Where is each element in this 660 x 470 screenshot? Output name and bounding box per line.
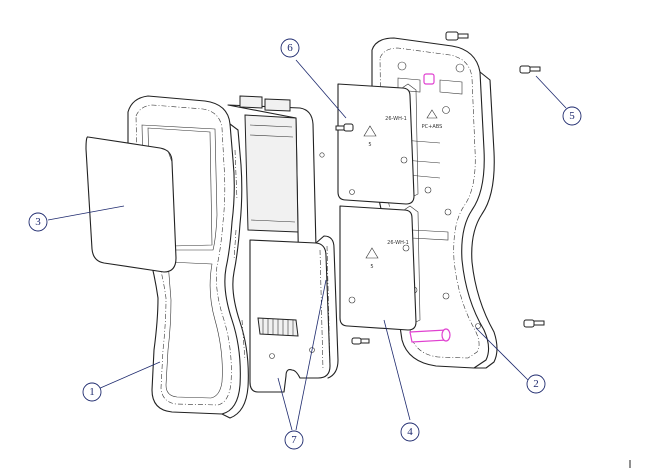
callout-5: 5 <box>562 106 582 126</box>
display-window <box>85 136 177 273</box>
callout-3: 3 <box>28 212 48 232</box>
svg-text:26-WH-1: 26-WH-1 <box>387 240 409 246</box>
callout-6: 6 <box>280 38 300 58</box>
callout-4: 4 <box>400 422 420 442</box>
callout-1: 1 <box>82 382 102 402</box>
svg-text:4: 4 <box>407 426 413 438</box>
screw <box>335 123 354 132</box>
svg-text:1: 1 <box>89 386 95 398</box>
svg-text:5: 5 <box>569 110 575 122</box>
screws <box>335 31 545 345</box>
recycle-icon: 5 <box>363 125 377 148</box>
svg-text:2: 2 <box>533 378 539 390</box>
svg-text:3: 3 <box>35 216 41 228</box>
screw <box>351 337 370 345</box>
callout-7: 7 <box>284 430 304 450</box>
connector-block <box>257 317 299 337</box>
recycle-icon: PC+ABS <box>422 109 443 130</box>
svg-text:5: 5 <box>368 142 371 148</box>
callout-2: 2 <box>526 374 546 394</box>
svg-text:7: 7 <box>291 434 297 446</box>
svg-text:5: 5 <box>370 264 373 270</box>
battery-cover-upper: 5 26-WH-1 <box>337 83 419 205</box>
leader-lines <box>47 59 567 431</box>
svg-text:6: 6 <box>287 42 293 54</box>
svg-text:26-WH-1: 26-WH-1 <box>385 116 407 122</box>
screw <box>519 65 541 74</box>
recycle-icon: 5 <box>365 247 379 270</box>
screw <box>445 31 469 41</box>
screw <box>523 319 545 328</box>
svg-text:PC+ABS: PC+ABS <box>422 124 443 130</box>
circuit-boards <box>227 95 339 393</box>
battery-cover-lower: 5 26-WH-1 <box>339 205 421 331</box>
